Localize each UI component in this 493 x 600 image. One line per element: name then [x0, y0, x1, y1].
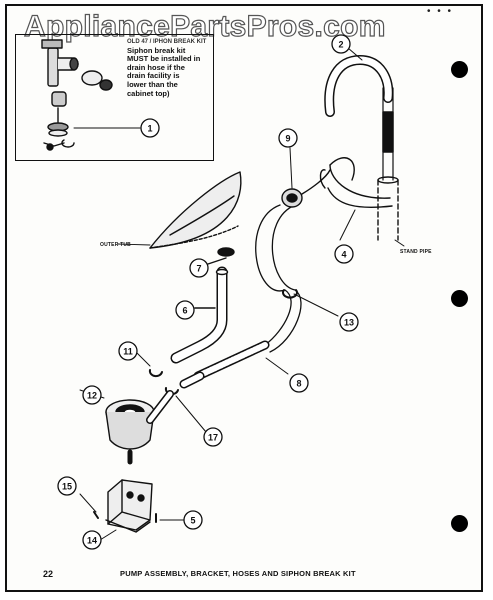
header-dots: • • •	[427, 6, 454, 17]
svg-text:5: 5	[190, 516, 195, 526]
svg-text:9: 9	[285, 134, 290, 144]
binder-hole	[451, 61, 468, 78]
pump-bracket	[99, 479, 153, 541]
callout-4: 4	[334, 244, 354, 264]
callout-11: 11	[118, 341, 138, 361]
callout-17: 17	[203, 427, 223, 447]
inset-note-line: cabinet top)	[127, 88, 170, 98]
stand-pipe-label: STAND PIPE	[400, 249, 432, 255]
tub-outlet-7	[207, 247, 235, 265]
callout-12: 12	[82, 385, 102, 405]
callout-13: 13	[339, 312, 359, 332]
hose-clamp-11	[133, 349, 163, 378]
coupling-part	[47, 91, 69, 137]
outer-tub	[117, 171, 242, 249]
binder-hole	[451, 290, 468, 307]
drain-hose-main	[179, 204, 302, 389]
inset-header: OLD 47 / IPHON BREAK KIT	[127, 39, 207, 45]
callout-7: 7	[189, 258, 209, 278]
binder-hole	[451, 515, 468, 532]
diagram-frame	[5, 4, 483, 592]
svg-text:6: 6	[182, 306, 187, 316]
hose-clamp-13	[282, 289, 339, 317]
svg-text:12: 12	[87, 391, 97, 401]
callout-9: 9	[278, 128, 298, 148]
siphon-break-part	[41, 39, 79, 87]
svg-text:8: 8	[296, 379, 301, 389]
svg-text:4: 4	[341, 250, 346, 260]
drain-hose-bend	[319, 157, 393, 241]
outer-tub-label: OUTER TUB	[100, 242, 131, 248]
inset-note-line: MUST be installed in	[127, 54, 201, 64]
callout-6: 6	[175, 300, 195, 320]
inset-note-line: drain hose if the	[127, 62, 185, 72]
svg-text:11: 11	[123, 347, 133, 357]
callout-14: 14	[82, 530, 102, 550]
callout-15: 15	[57, 476, 77, 496]
inset-note-line: lower than the	[127, 79, 178, 89]
screw-5	[155, 513, 185, 523]
inset-note-line: drain facility is	[127, 71, 180, 81]
screw-15	[79, 493, 99, 519]
svg-text:15: 15	[62, 482, 72, 492]
callout-8: 8	[289, 373, 309, 393]
screw-part	[43, 139, 75, 151]
callout-2: 2	[331, 34, 351, 54]
inset-note-line: Siphon break kit	[127, 45, 186, 55]
svg-text:17: 17	[208, 433, 218, 443]
drain-hose-top	[324, 55, 394, 181]
page-number: 22	[43, 569, 54, 579]
svg-text:14: 14	[87, 536, 97, 546]
svg-text:2: 2	[338, 40, 343, 50]
hose-clamp-9	[281, 169, 331, 208]
svg-text:7: 7	[196, 264, 201, 274]
inset-note: OLD 47 / IPHON BREAK KIT Siphon break ki…	[127, 38, 217, 98]
diagram-caption: PUMP ASSEMBLY, BRACKET, HOSES AND SIPHON…	[120, 569, 356, 578]
tub-hose-6	[170, 266, 229, 364]
drain-pump	[79, 389, 174, 465]
siphon-break-kit-inset	[15, 34, 214, 161]
hose-clamp-part	[81, 70, 113, 91]
callout-5: 5	[183, 510, 203, 530]
svg-text:1: 1	[147, 124, 152, 134]
svg-text:13: 13	[344, 318, 354, 328]
callout-1: 1	[140, 118, 160, 138]
watermark: AppliancePartsPros.com	[23, 9, 386, 43]
stand-pipe	[377, 176, 405, 247]
